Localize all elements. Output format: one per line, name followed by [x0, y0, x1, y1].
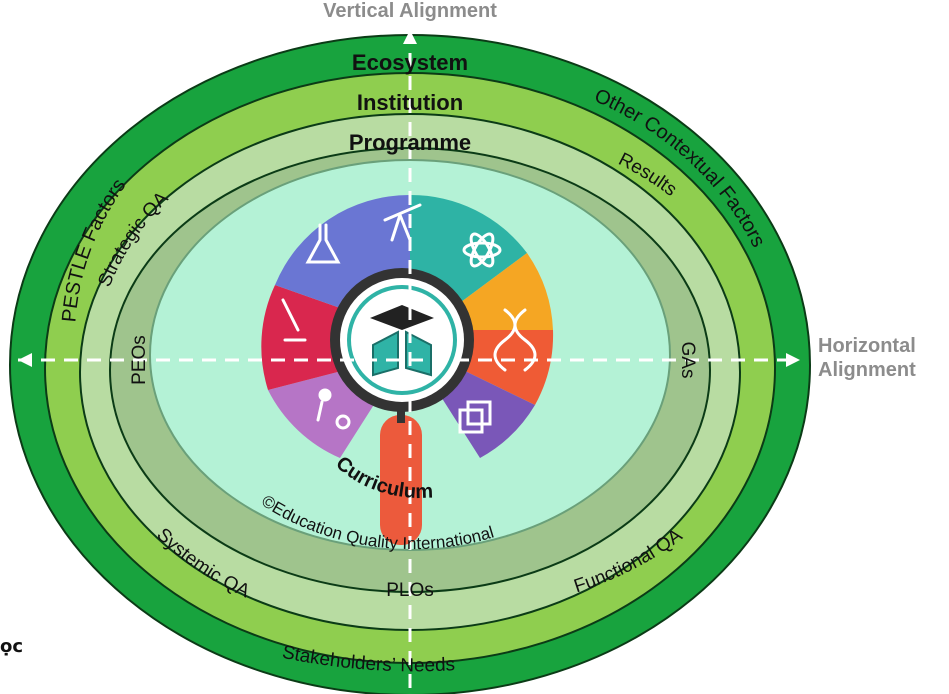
- atom-icon: [462, 232, 502, 268]
- up-arrow-icon: [403, 30, 417, 44]
- microscope-icon: [281, 298, 307, 342]
- right-arrow-icon: [786, 353, 800, 367]
- cut-off-text: ọc: [0, 636, 24, 657]
- vertical-alignment-title: Vertical Alignment: [323, 0, 497, 22]
- horizontal-alignment-line2: Alignment: [818, 359, 916, 381]
- cube-icon: [458, 400, 492, 434]
- horizontal-alignment-line1: Horizontal: [818, 335, 916, 357]
- programme-label: Programme: [349, 130, 471, 155]
- magnifier-icon: [330, 268, 474, 545]
- puzzle-piece-cube: [438, 370, 535, 458]
- plos-label: PLOs: [386, 580, 434, 601]
- ecosystem-label: Ecosystem: [352, 50, 468, 75]
- puzzle-piece-dna: [463, 330, 554, 405]
- gas-label: GAs: [677, 342, 698, 379]
- puzzle-piece-atom: [457, 253, 553, 330]
- horizontal-alignment-label: Horizontal Alignment: [818, 334, 916, 382]
- flask-icon: [305, 223, 341, 264]
- peos-label: PEOs: [129, 335, 150, 385]
- institution-label: Institution: [357, 90, 463, 115]
- left-arrow-icon: [18, 353, 32, 367]
- telescope-icon: [383, 203, 422, 242]
- puzzle-piece-telescope: [410, 194, 527, 305]
- sports-icon: [316, 388, 351, 430]
